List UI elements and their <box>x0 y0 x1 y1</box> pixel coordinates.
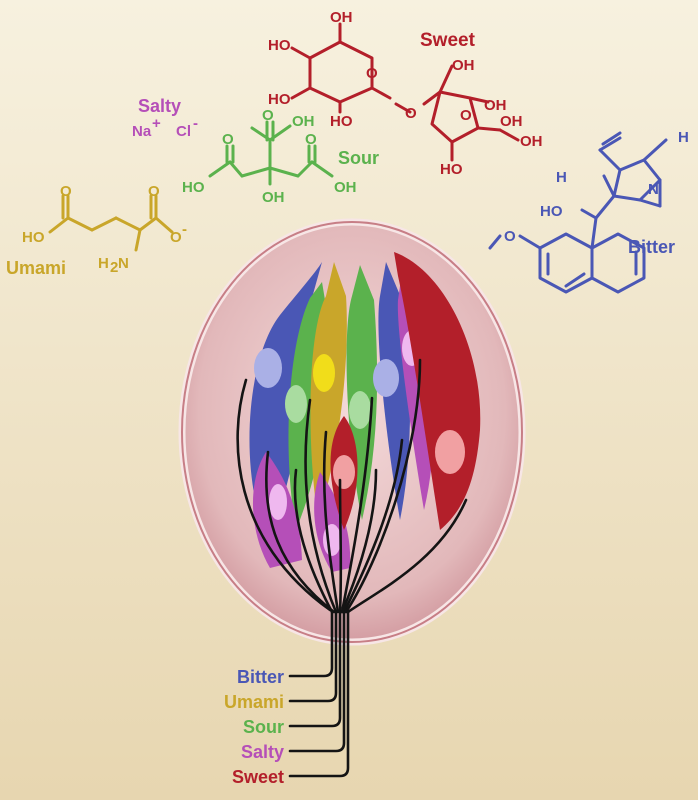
salty-label: Salty <box>138 96 181 116</box>
sucrose-atom: O <box>366 65 378 82</box>
cell-nucleus <box>313 354 335 392</box>
ion-charge-minus: - <box>193 115 198 132</box>
umami-cell <box>310 262 347 520</box>
sour-label: Sour <box>338 148 379 168</box>
nerve-label-umami: Umami <box>224 692 284 712</box>
quinine-atom: HO <box>540 203 563 220</box>
glutamate-atom: N <box>118 255 129 272</box>
citric-atom: OH <box>262 189 285 206</box>
glutamate-atom: H <box>98 255 109 272</box>
cell-nucleus <box>435 430 465 474</box>
citric-acid-molecule <box>208 120 334 186</box>
glutamate-molecule <box>48 194 174 252</box>
glutamate-charge: - <box>182 221 187 238</box>
chloride-ion: Cl <box>176 123 191 140</box>
glutamate-atom: HO <box>22 229 45 246</box>
cell-nucleus <box>333 455 355 489</box>
glutamate-atom: O <box>170 229 182 246</box>
nerve-label-salty: Salty <box>241 742 284 762</box>
sucrose-atom: O <box>405 105 417 122</box>
sucrose-atom: HO <box>330 113 353 130</box>
nerve-label-bitter: Bitter <box>237 667 284 687</box>
sucrose-atom: HO <box>268 37 291 54</box>
nerve-label-sweet: Sweet <box>232 767 284 787</box>
salty-cell <box>397 272 435 510</box>
cell-nucleus <box>254 348 282 388</box>
nerve-bundle <box>288 610 350 778</box>
sucrose-atom: HO <box>440 161 463 178</box>
citric-atom: OH <box>334 179 357 196</box>
sweet-label: Sweet <box>420 30 476 51</box>
quinine-atom: H <box>556 169 567 186</box>
sucrose-atom: OH <box>452 57 475 74</box>
bitter-label: Bitter <box>628 237 675 257</box>
cell-nucleus <box>285 385 307 423</box>
glutamate-atom: O <box>148 183 160 200</box>
glutamate-atom: O <box>60 183 72 200</box>
cell-nucleus <box>269 484 287 520</box>
salty-ions: Na + Cl - <box>132 115 198 140</box>
quinine-molecule <box>488 131 668 294</box>
citric-atom: HO <box>182 179 205 196</box>
sucrose-atom: OH <box>330 9 353 26</box>
quinine-atom: N <box>648 181 659 198</box>
citric-atom: O <box>222 131 234 148</box>
sucrose-atom: O <box>460 107 472 124</box>
sucrose-atom: OH <box>484 97 507 114</box>
nerve-label-sour: Sour <box>243 717 284 737</box>
citric-atom: OH <box>292 113 315 130</box>
sucrose-atom: OH <box>520 133 543 150</box>
cell-nucleus <box>373 359 399 397</box>
umami-label: Umami <box>6 258 66 278</box>
glutamate-subscript: 2 <box>110 259 118 276</box>
quinine-atom: H <box>678 129 689 146</box>
sodium-ion: Na <box>132 123 152 140</box>
cell-nucleus <box>349 391 371 429</box>
citric-atom: O <box>305 131 317 148</box>
nerve-fibers <box>236 358 468 614</box>
ion-charge-plus: + <box>152 115 161 132</box>
taste-bud <box>178 218 526 646</box>
sucrose-atom: OH <box>500 113 523 130</box>
quinine-atom: O <box>504 228 516 245</box>
sucrose-molecule <box>290 22 520 162</box>
citric-atom: O <box>262 107 274 124</box>
sucrose-atom: HO <box>268 91 291 108</box>
